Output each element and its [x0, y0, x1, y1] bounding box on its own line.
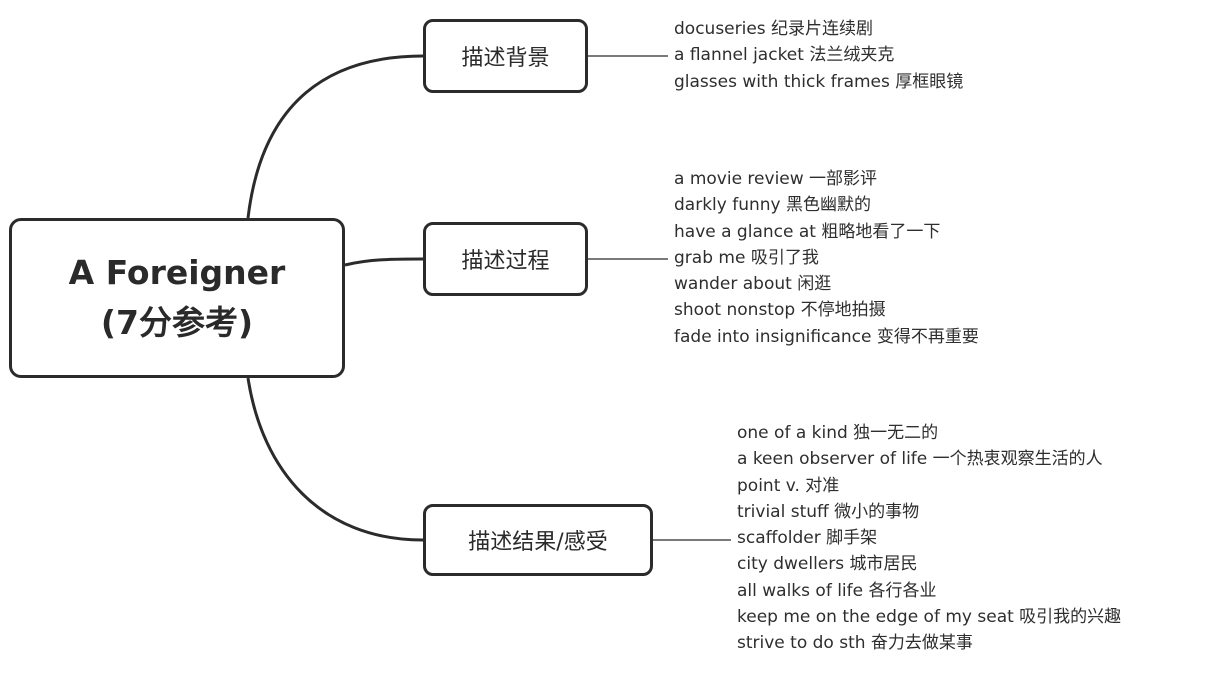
leaf-item[interactable]: scaffolder 脚手架	[737, 528, 878, 549]
leaf-item[interactable]: grab me 吸引了我	[674, 247, 819, 268]
central-topic[interactable]: A Foreigner (7分参考)	[9, 218, 345, 378]
leaf-item[interactable]: trivial stuff 微小的事物	[737, 501, 920, 522]
leaf-item[interactable]: one of a kind 独一无二的	[737, 423, 939, 443]
leaf-list-background: docuseries 纪录片连续剧 a flannel jacket 法兰绒夹克…	[674, 16, 963, 95]
connector-central-to-result	[246, 377, 424, 542]
branch-process[interactable]: 描述过程	[423, 222, 588, 296]
leaf-item[interactable]: docuseries 纪录片连续剧	[674, 19, 874, 39]
connector-central-to-process	[344, 257, 424, 267]
leaf-item[interactable]: a movie review 一部影评	[674, 169, 878, 189]
branch-result-feelings[interactable]: 描述结果/感受	[423, 504, 653, 576]
leaf-item[interactable]: point v. 对准	[737, 475, 840, 496]
branch-background[interactable]: 描述背景	[423, 19, 588, 93]
leaf-item[interactable]: glasses with thick frames 厚框眼镜	[674, 71, 964, 92]
leaf-item[interactable]: have a glance at 粗略地看了一下	[674, 221, 941, 242]
leaf-list-process: a movie review 一部影评 darkly funny 黑色幽默的 h…	[674, 166, 979, 350]
leaf-list-result-feelings: one of a kind 独一无二的 a keen observer of l…	[737, 420, 1121, 657]
leaf-item[interactable]: wander about 闲逛	[674, 274, 832, 295]
leaf-item[interactable]: fade into insignificance 变得不再重要	[674, 326, 979, 347]
connector-central-to-background	[246, 54, 424, 219]
leaf-item[interactable]: keep me on the edge of my seat 吸引我的兴趣	[737, 607, 1122, 628]
leaf-item[interactable]: darkly funny 黑色幽默的	[674, 195, 872, 216]
leaf-item[interactable]: city dwellers 城市居民	[737, 554, 918, 575]
central-topic-title: A Foreigner	[68, 253, 286, 292]
leaf-item[interactable]: a keen observer of life 一个热衷观察生活的人	[737, 449, 1103, 470]
leaf-item[interactable]: shoot nonstop 不停地拍摄	[674, 300, 886, 321]
leaf-item[interactable]: all walks of life 各行各业	[737, 580, 937, 601]
central-topic-subtitle: (7分参考)	[100, 303, 254, 342]
leaf-item[interactable]: a flannel jacket 法兰绒夹克	[674, 45, 895, 66]
leaf-item[interactable]: strive to do sth 奋力去做某事	[737, 633, 973, 654]
